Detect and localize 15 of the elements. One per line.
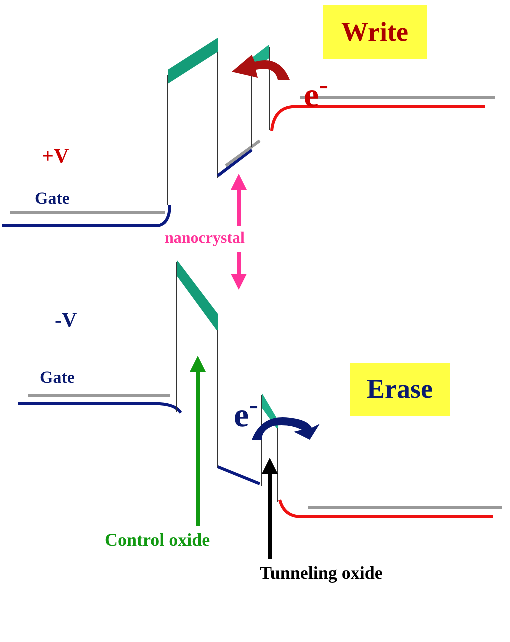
voltage-label: -V [55, 310, 78, 331]
part-label: nanocrystal [165, 230, 245, 248]
part-label: Tunneling oxide [260, 563, 383, 584]
leader-arrow [231, 252, 247, 290]
leader-arrow [190, 356, 206, 526]
mode-label: Write [323, 5, 427, 59]
leader-arrow [262, 458, 278, 559]
electron-symbol: e$^{-}$ [304, 72, 329, 114]
terminal-label: Gate [35, 190, 70, 207]
mode-label: Erase [350, 363, 450, 416]
voltage-label: +V [42, 146, 70, 167]
electron-symbol: e$^{-}$ [234, 392, 259, 434]
leader-arrow [231, 174, 247, 226]
part-label: Control oxide [105, 530, 210, 551]
terminal-label: Gate [40, 369, 75, 386]
